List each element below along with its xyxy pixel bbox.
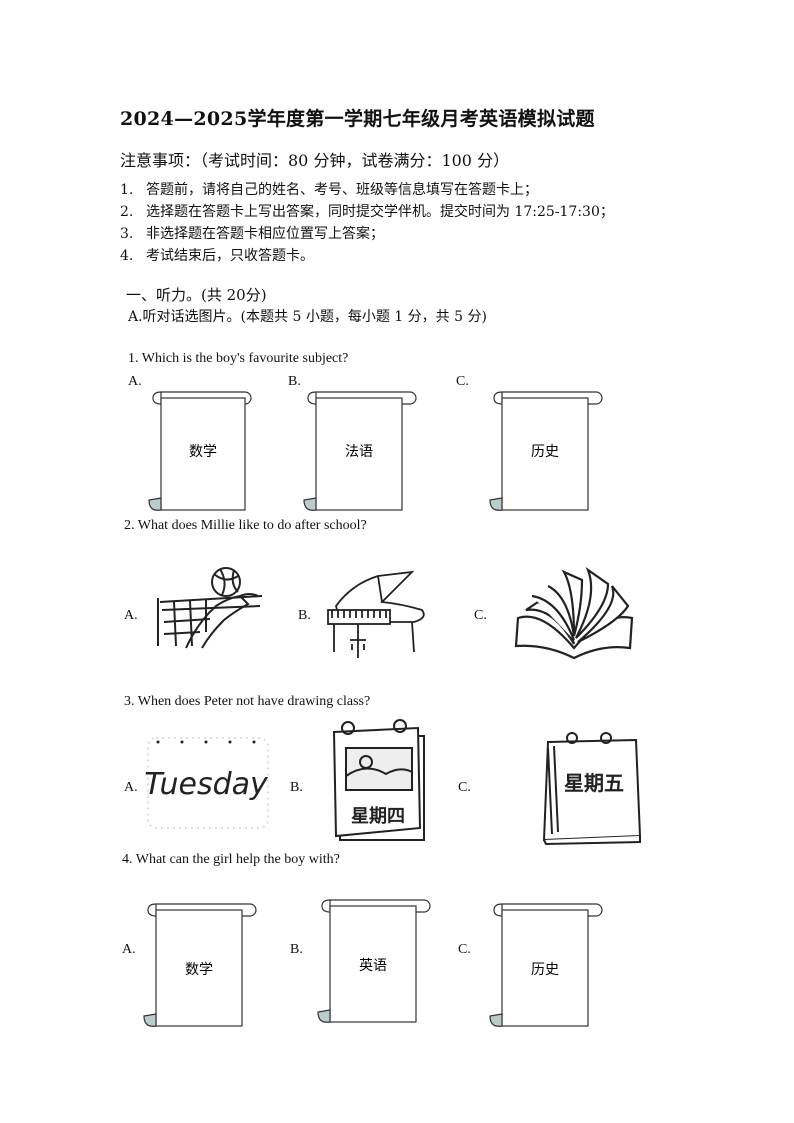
exam-notice: 注意事项：（考试时间：80 分钟，试卷满分：100 分） xyxy=(120,151,510,170)
option-label: B. xyxy=(288,374,301,389)
tuesday-text: Tuesday xyxy=(144,767,269,802)
option-label: A. xyxy=(124,608,138,623)
scroll-french-image: 法语 xyxy=(303,391,417,511)
option-label: B. xyxy=(290,942,303,957)
scroll-label: 历史 xyxy=(531,962,559,978)
scroll-label: 英语 xyxy=(359,957,387,974)
tuesday-card-image: Tuesday xyxy=(144,737,269,829)
note-item: 2.选择题在答题卡上写出答案，同时提交学伴机。提交时间为 17:25-17:30… xyxy=(120,204,614,220)
question-3: 3. When does Peter not have drawing clas… xyxy=(124,694,371,709)
calendar-friday-image: 星期五 xyxy=(542,732,642,846)
calendar-label: 星期四 xyxy=(351,806,405,827)
scroll-label: 数学 xyxy=(189,444,217,460)
scroll-history-image: 历史 xyxy=(489,903,603,1027)
option-label: A. xyxy=(128,374,142,389)
volleyball-icon xyxy=(157,567,263,649)
option-label: C. xyxy=(456,374,469,389)
option-label: A. xyxy=(124,780,138,795)
book-icon xyxy=(514,567,634,660)
note-item: 1.答题前，请将自己的姓名、考号、班级等信息填写在答题卡上； xyxy=(120,182,538,198)
scroll-math-image: 数学 xyxy=(143,903,257,1027)
scroll-label: 法语 xyxy=(345,444,373,460)
question-1: 1. Which is the boy's favourite subject? xyxy=(128,351,349,366)
scroll-english-image: 英语 xyxy=(317,899,431,1023)
option-label: C. xyxy=(458,780,471,795)
part-heading: A.听对话选图片。(本题共 5 小题，每小题 1 分，共 5 分) xyxy=(128,309,487,325)
calendar-label: 星期五 xyxy=(564,771,624,795)
question-4: 4. What can the girl help the boy with? xyxy=(122,852,340,867)
option-label: B. xyxy=(298,608,311,623)
scroll-label: 历史 xyxy=(531,444,559,460)
calendar-thursday-image: 星期四 xyxy=(332,719,425,841)
notes-list: 1.答题前，请将自己的姓名、考号、班级等信息填写在答题卡上； 2.选择题在答题卡… xyxy=(120,179,614,267)
page-title: 2024—2025学年度第一学期七年级月考英语模拟试题 xyxy=(120,108,595,130)
option-label: C. xyxy=(474,608,487,623)
option-label: B. xyxy=(290,780,303,795)
scroll-math-image: 数学 xyxy=(148,391,252,511)
option-label: C. xyxy=(458,942,471,957)
piano-icon xyxy=(327,570,425,658)
question-2: 2. What does Millie like to do after sch… xyxy=(124,518,367,533)
note-item: 4.考试结束后，只收答题卡。 xyxy=(120,248,314,264)
section-heading: 一、听力。(共 20分) xyxy=(126,286,267,304)
option-label: A. xyxy=(122,942,136,957)
scroll-history-image: 历史 xyxy=(489,391,603,511)
scroll-label: 数学 xyxy=(185,962,213,978)
note-item: 3.非选择题在答题卡相应位置写上答案； xyxy=(120,226,384,242)
